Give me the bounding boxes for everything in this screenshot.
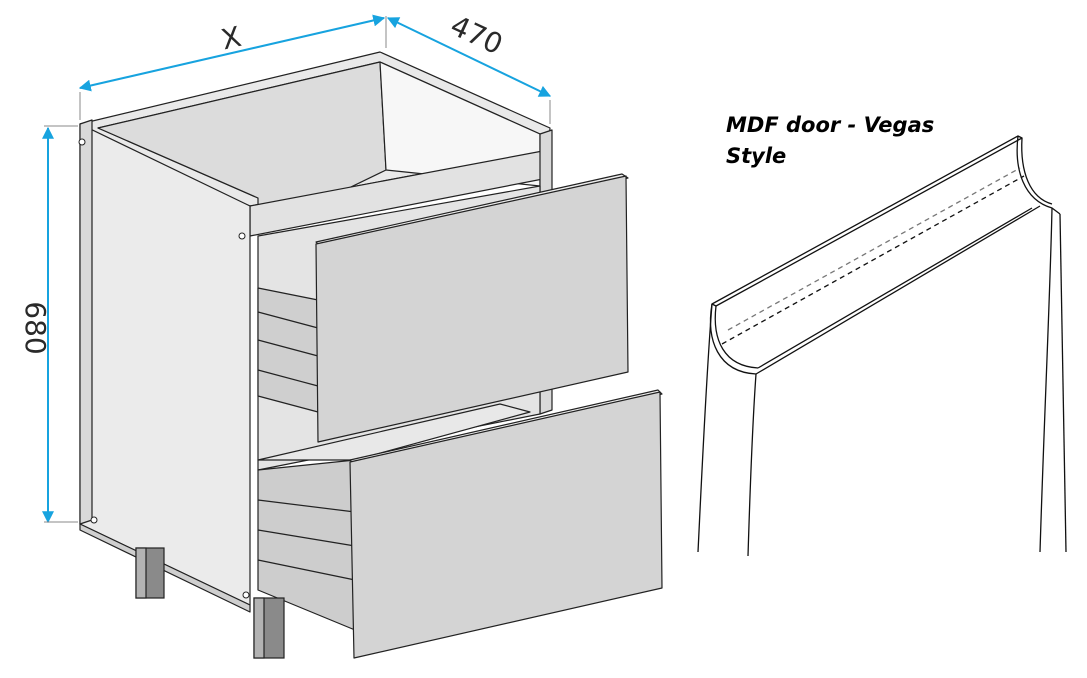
drawer-fronts	[315, 173, 663, 659]
depth-dimension-label: 470	[445, 9, 507, 61]
dimension-lines	[42, 14, 552, 524]
screw-holes	[78, 138, 250, 599]
cabinet-bottom-edge	[79, 523, 251, 613]
mdf-door-profile	[697, 135, 1067, 557]
cabinet-left-edge	[79, 119, 93, 525]
depth-dimension-arrow	[386, 17, 552, 97]
width-dimension-label: X	[218, 20, 244, 56]
upper-drawer-front	[315, 175, 629, 443]
caption-line-2: Style	[726, 144, 787, 168]
lower-drawer-inner	[257, 403, 531, 461]
cabinet-left-side-panel	[79, 123, 251, 606]
caption-line-1: MDF door - Vegas	[726, 113, 935, 137]
lower-drawer-front	[349, 391, 663, 659]
cabinet-legs	[135, 547, 285, 659]
door-left-edge	[697, 303, 713, 553]
height-dimension-label: 680	[19, 301, 52, 354]
door-right-edge	[1059, 213, 1067, 553]
mdf-door-caption: MDF door - Vegas Style	[726, 110, 986, 172]
width-dimension-arrow	[78, 14, 386, 92]
upper-drawer-runner	[257, 287, 319, 413]
